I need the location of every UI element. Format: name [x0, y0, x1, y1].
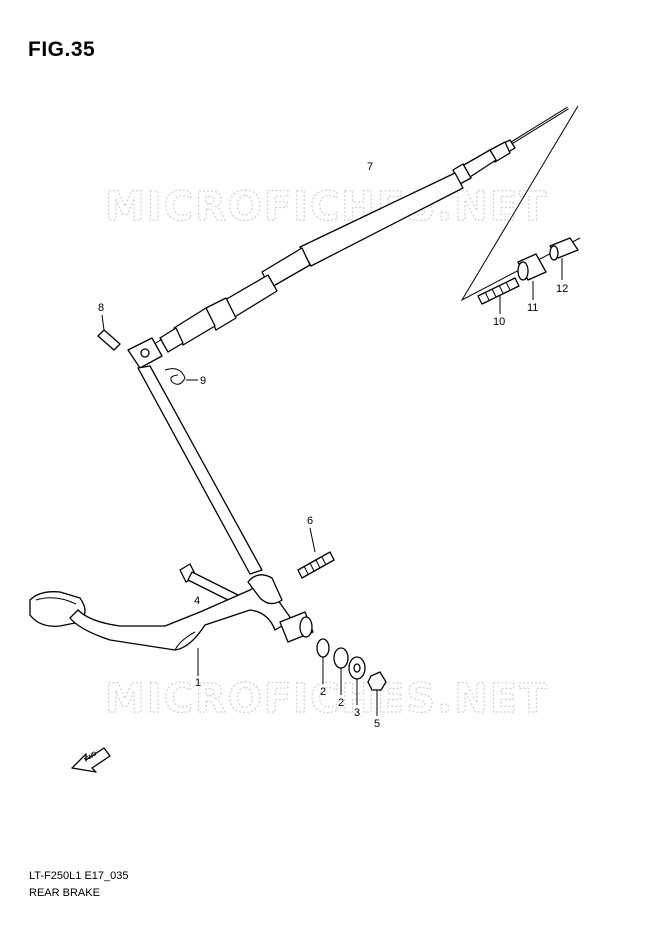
brake-cable: [149, 106, 569, 353]
fwd-arrow-icon: FWD: [71, 747, 111, 773]
clevis-hole: [140, 348, 150, 358]
callout-7: 7: [367, 161, 373, 173]
o-ring-a: [316, 638, 330, 658]
group-bracket: [460, 105, 581, 302]
clevis-pin: [97, 329, 121, 351]
adjust-joint: [517, 253, 547, 300]
diagram-code: LT-F250L1 E17_035: [29, 870, 129, 882]
callout-11: 11: [527, 302, 538, 314]
callout-12: 12: [556, 283, 568, 295]
pivot-bolt: [179, 563, 241, 605]
brake-pedal: [29, 574, 314, 676]
brake-rod: [137, 365, 263, 575]
o-ring-b: [333, 647, 349, 669]
callout-1: 1: [195, 677, 201, 689]
callout-6: 6: [307, 515, 313, 527]
callout-4: 4: [194, 595, 200, 607]
return-spring: [297, 527, 335, 579]
figure-title: FIG.35: [28, 38, 96, 61]
nut: [367, 671, 387, 691]
watermark-bottom: MICROFICHES.NET: [105, 676, 548, 722]
diagram-name: REAR BRAKE: [29, 887, 100, 899]
callout-2a: 2: [320, 686, 326, 698]
adjust-spring: [477, 277, 520, 314]
cotter-pin: [164, 368, 186, 385]
washer-hole: [353, 663, 361, 673]
callout-8: 8: [98, 302, 104, 314]
callout-2b: 2: [338, 697, 344, 709]
callout-5: 5: [374, 718, 380, 730]
callout-10: 10: [493, 316, 505, 328]
watermark-top: MICROFICHES.NET: [105, 184, 548, 230]
callout-3: 3: [354, 707, 360, 719]
callout-9: 9: [200, 375, 206, 387]
adjust-nut: [549, 237, 579, 280]
